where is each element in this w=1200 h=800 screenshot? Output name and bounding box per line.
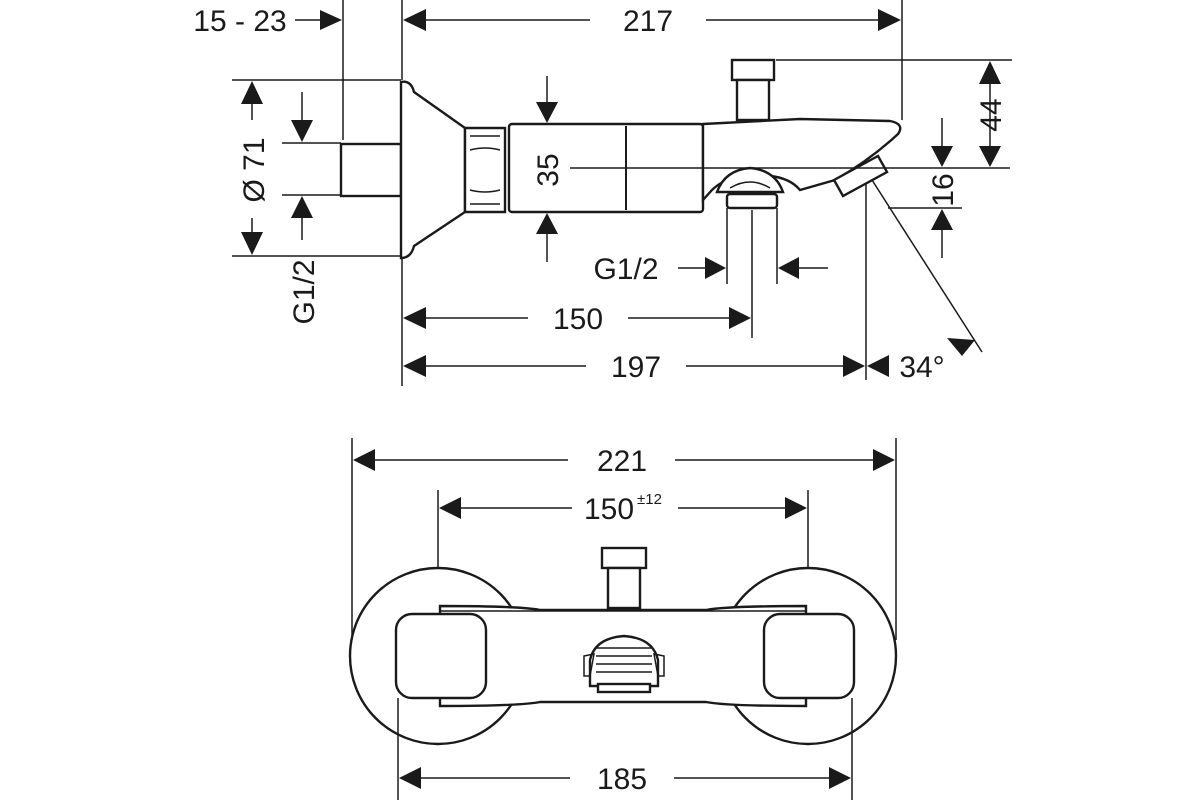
front-diverter-stem — [606, 566, 642, 610]
front-outlet-thread — [596, 682, 652, 694]
right-handle-cap — [762, 612, 856, 700]
dim-center-tolerance: ±12 — [637, 491, 662, 508]
dim-wall-depth: 15 - 23 — [193, 5, 286, 38]
dim-inlet-thread: G1/2 — [288, 259, 321, 324]
lower-outlet-thread — [725, 192, 779, 210]
dim-spout-angle: 34° — [899, 351, 944, 384]
left-handle-cap — [394, 612, 488, 700]
dim-diameter: Ø 71 — [238, 137, 271, 202]
dim-spout-drop: 16 — [927, 173, 960, 206]
dim-outlet-distance: 150 — [553, 303, 603, 336]
rosette-flange — [399, 80, 467, 260]
dim-outlet-thread: G1/2 — [593, 253, 658, 286]
side-view: 15 - 23 217 44 Ø 71 G1/2 — [193, 0, 1012, 386]
front-outlet — [588, 634, 660, 688]
hex-nut — [463, 126, 507, 214]
dim-spout-length: 197 — [611, 351, 661, 384]
dim-body-width: 185 — [597, 763, 647, 796]
front-view: 221 150 ±12 185 — [348, 438, 898, 800]
diverter-stem — [735, 78, 771, 122]
dim-total-length: 217 — [623, 5, 673, 38]
dim-overall-width: 221 — [597, 445, 647, 478]
spout-outlet — [832, 154, 889, 198]
dim-spout-height: 44 — [975, 98, 1008, 131]
dim-body-height: 35 — [532, 153, 565, 186]
diverter-knob — [730, 58, 776, 82]
dim-center-distance: 150 — [584, 493, 634, 526]
front-diverter-knob — [600, 546, 648, 570]
wall-connector — [339, 142, 403, 198]
